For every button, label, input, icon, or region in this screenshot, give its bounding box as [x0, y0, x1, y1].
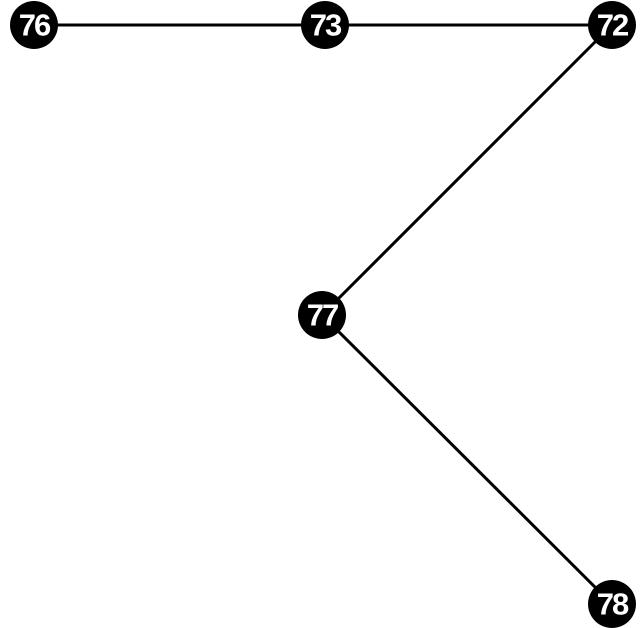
node-77: 77 [298, 291, 346, 339]
node-76-label: 76 [19, 8, 51, 43]
node-72-label: 72 [597, 8, 628, 43]
edge-77-78 [320, 313, 614, 606]
node-78-label: 78 [597, 587, 629, 622]
node-73: 73 [301, 1, 349, 49]
node-77-label: 77 [307, 298, 338, 333]
node-76: 76 [10, 1, 58, 49]
edge-72-77 [320, 23, 614, 317]
node-78: 78 [588, 580, 636, 628]
node-72: 72 [588, 1, 636, 49]
node-76-circle [10, 1, 58, 49]
node-73-circle [301, 1, 349, 49]
node-72-circle [588, 1, 636, 49]
node-78-circle [588, 580, 636, 628]
edges-layer [32, 23, 614, 606]
node-77-circle [298, 291, 346, 339]
node-73-label: 73 [310, 8, 342, 43]
nodes-layer: 76 73 72 77 78 [10, 1, 636, 628]
